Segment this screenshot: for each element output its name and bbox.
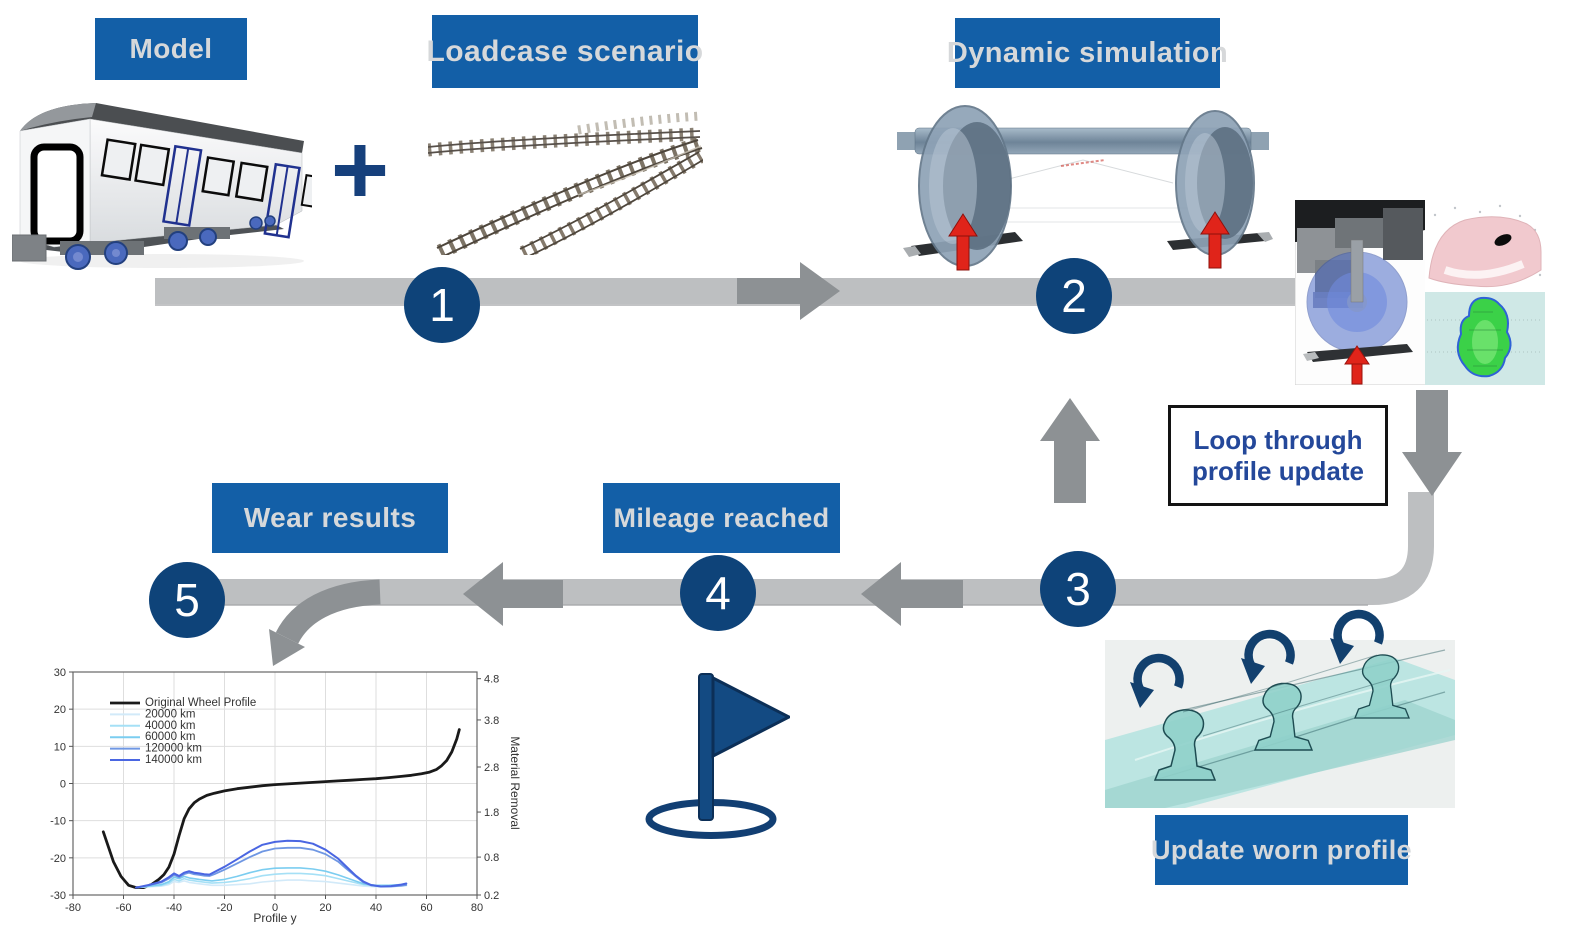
svg-text:60000 km: 60000 km (145, 731, 196, 743)
loop-note-line2: profile update (1192, 455, 1364, 486)
svg-text:80: 80 (471, 902, 483, 914)
flow-band-bottom (160, 492, 1434, 605)
arrow-left-icon (463, 562, 563, 626)
svg-text:10: 10 (54, 741, 66, 753)
arrow-down-icon (1402, 390, 1462, 496)
svg-text:-40: -40 (166, 902, 182, 914)
curved-down-arrow-icon (275, 579, 381, 645)
rotation-arrow-icon (1130, 658, 1180, 708)
step-circle-3: 3 (1040, 551, 1116, 627)
arrow-right-icon (737, 262, 840, 320)
wear-chart: -80 -60 -40 -20 0 20 40 60 80 30 20 10 0 -10 -20 -30 4.8… (48, 658, 526, 934)
svg-text:-30: -30 (50, 890, 66, 902)
svg-text:0: 0 (60, 779, 66, 791)
svg-text:-20: -20 (217, 902, 233, 914)
svg-text:20: 20 (54, 704, 66, 716)
svg-text:2.8: 2.8 (484, 762, 499, 774)
svg-text:120000 km: 120000 km (145, 743, 202, 755)
rail-profiles-illustration (1105, 640, 1455, 808)
step-circle-5: 5 (149, 562, 225, 638)
arrow-left-icon (861, 562, 963, 626)
svg-text:40: 40 (370, 902, 382, 914)
arrow-up-icon (1040, 398, 1100, 503)
step-circle-2: 2 (1036, 258, 1112, 334)
contact-analysis-illustration (1295, 200, 1545, 385)
rotation-arrows (1120, 600, 1395, 717)
svg-text:3.8: 3.8 (484, 715, 499, 727)
rotation-arrow-icon (1241, 634, 1291, 684)
flag-icon (645, 673, 790, 839)
wear-results-label: Wear results (212, 483, 448, 553)
svg-text:140000 km: 140000 km (145, 754, 202, 766)
svg-text:-80: -80 (65, 902, 81, 914)
wear-chart-svg: -80 -60 -40 -20 0 20 40 60 80 30 20 10 0 -10 -20 -30 4.8… (50, 667, 522, 925)
loadcase-label: Loadcase scenario (427, 15, 703, 88)
svg-text:-60: -60 (116, 902, 132, 914)
svg-text:Material Removal: Material Removal (508, 736, 522, 829)
svg-text:20000 km: 20000 km (145, 708, 196, 720)
svg-text:0.2: 0.2 (484, 890, 499, 902)
step-circle-4: 4 (680, 555, 756, 631)
svg-text:20: 20 (319, 902, 331, 914)
front-door (30, 143, 84, 245)
dynamic-simulation-label: Dynamic simulation (947, 18, 1228, 88)
model-label: Model (95, 18, 247, 80)
mileage-reached-label: Mileage reached (603, 483, 840, 553)
svg-text:-20: -20 (50, 853, 66, 865)
rotation-arrow-icon (1330, 614, 1380, 664)
svg-text:40000 km: 40000 km (145, 720, 196, 732)
update-worn-profile-label: Update worn profile (1151, 815, 1412, 885)
svg-text:0.8: 0.8 (484, 852, 499, 864)
svg-text:30: 30 (54, 667, 66, 679)
plus-icon: + (330, 113, 390, 226)
wheelset-illustration (897, 105, 1273, 271)
contact-surface-panel (1425, 200, 1545, 292)
loop-note-line1: Loop through (1193, 424, 1363, 455)
svg-text:Original Wheel Profile: Original Wheel Profile (145, 697, 256, 709)
train-illustration (12, 103, 312, 270)
svg-text:Profile y: Profile y (253, 911, 296, 925)
loop-note-box: Loop through profile update (1168, 405, 1388, 506)
svg-text:0: 0 (272, 902, 278, 914)
svg-text:-10: -10 (50, 816, 66, 828)
svg-text:1.8: 1.8 (484, 807, 499, 819)
svg-text:60: 60 (420, 902, 432, 914)
svg-text:4.8: 4.8 (484, 674, 499, 686)
contact-pressure-panel (1425, 292, 1545, 385)
step-circle-1: 1 (404, 267, 480, 343)
track-illustration (428, 111, 703, 255)
